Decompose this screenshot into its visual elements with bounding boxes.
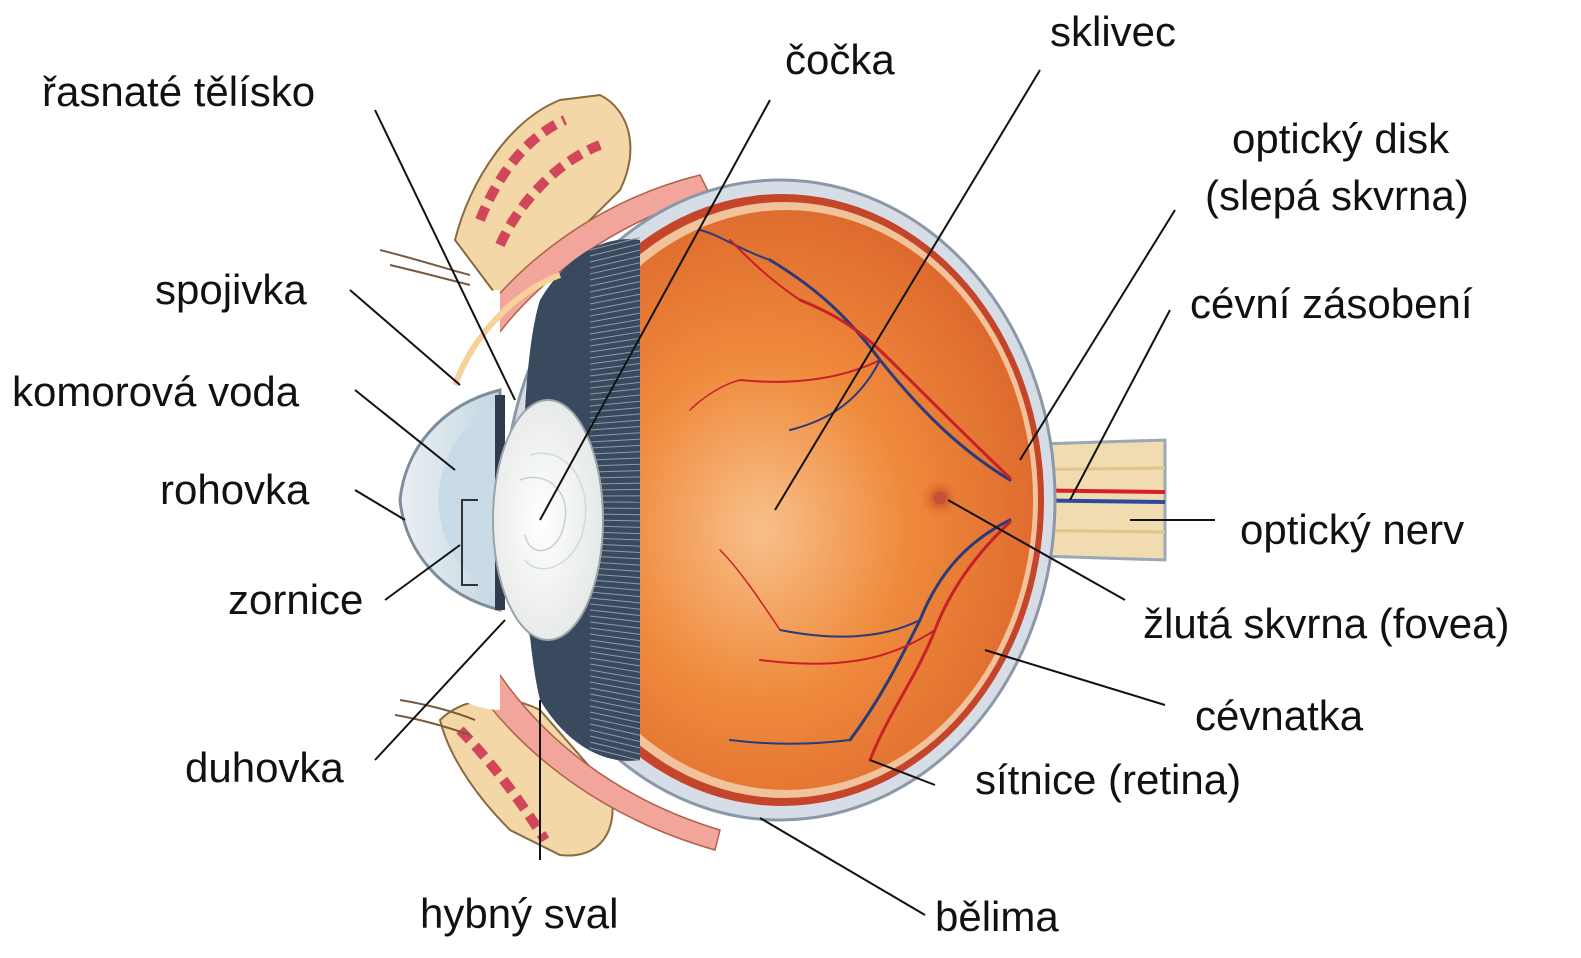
- label-zluta-skvrna: žlutá skvrna (fovea): [1143, 600, 1509, 648]
- label-cocka: čočka: [785, 36, 895, 84]
- label-duhovka: duhovka: [185, 744, 344, 792]
- label-opticky-disk-line2: (slepá skvrna): [1205, 172, 1469, 220]
- label-opticky-disk-line1: optický disk: [1232, 115, 1449, 163]
- label-cevnatka: cévnatka: [1195, 692, 1363, 740]
- label-zornice: zornice: [228, 576, 363, 624]
- label-komorova-voda: komorová voda: [12, 368, 299, 416]
- leader-cevnatka: [985, 650, 1165, 705]
- label-rasnate-telisko: řasnaté tělísko: [42, 68, 315, 116]
- leader-opticky-disk: [1020, 210, 1175, 460]
- label-rohovka: rohovka: [160, 466, 309, 514]
- leader-belima: [760, 818, 925, 915]
- label-cevni-zasobeni: cévní zásobení: [1190, 280, 1473, 328]
- label-opticky-nerv: optický nerv: [1240, 506, 1464, 554]
- label-sitnice: sítnice (retina): [975, 756, 1241, 804]
- leader-rohovka: [355, 490, 405, 520]
- label-belima: bělima: [935, 893, 1059, 941]
- label-spojivka: spojivka: [155, 266, 307, 314]
- label-hybny-sval: hybný sval: [420, 890, 618, 938]
- label-sklivec: sklivec: [1050, 8, 1176, 56]
